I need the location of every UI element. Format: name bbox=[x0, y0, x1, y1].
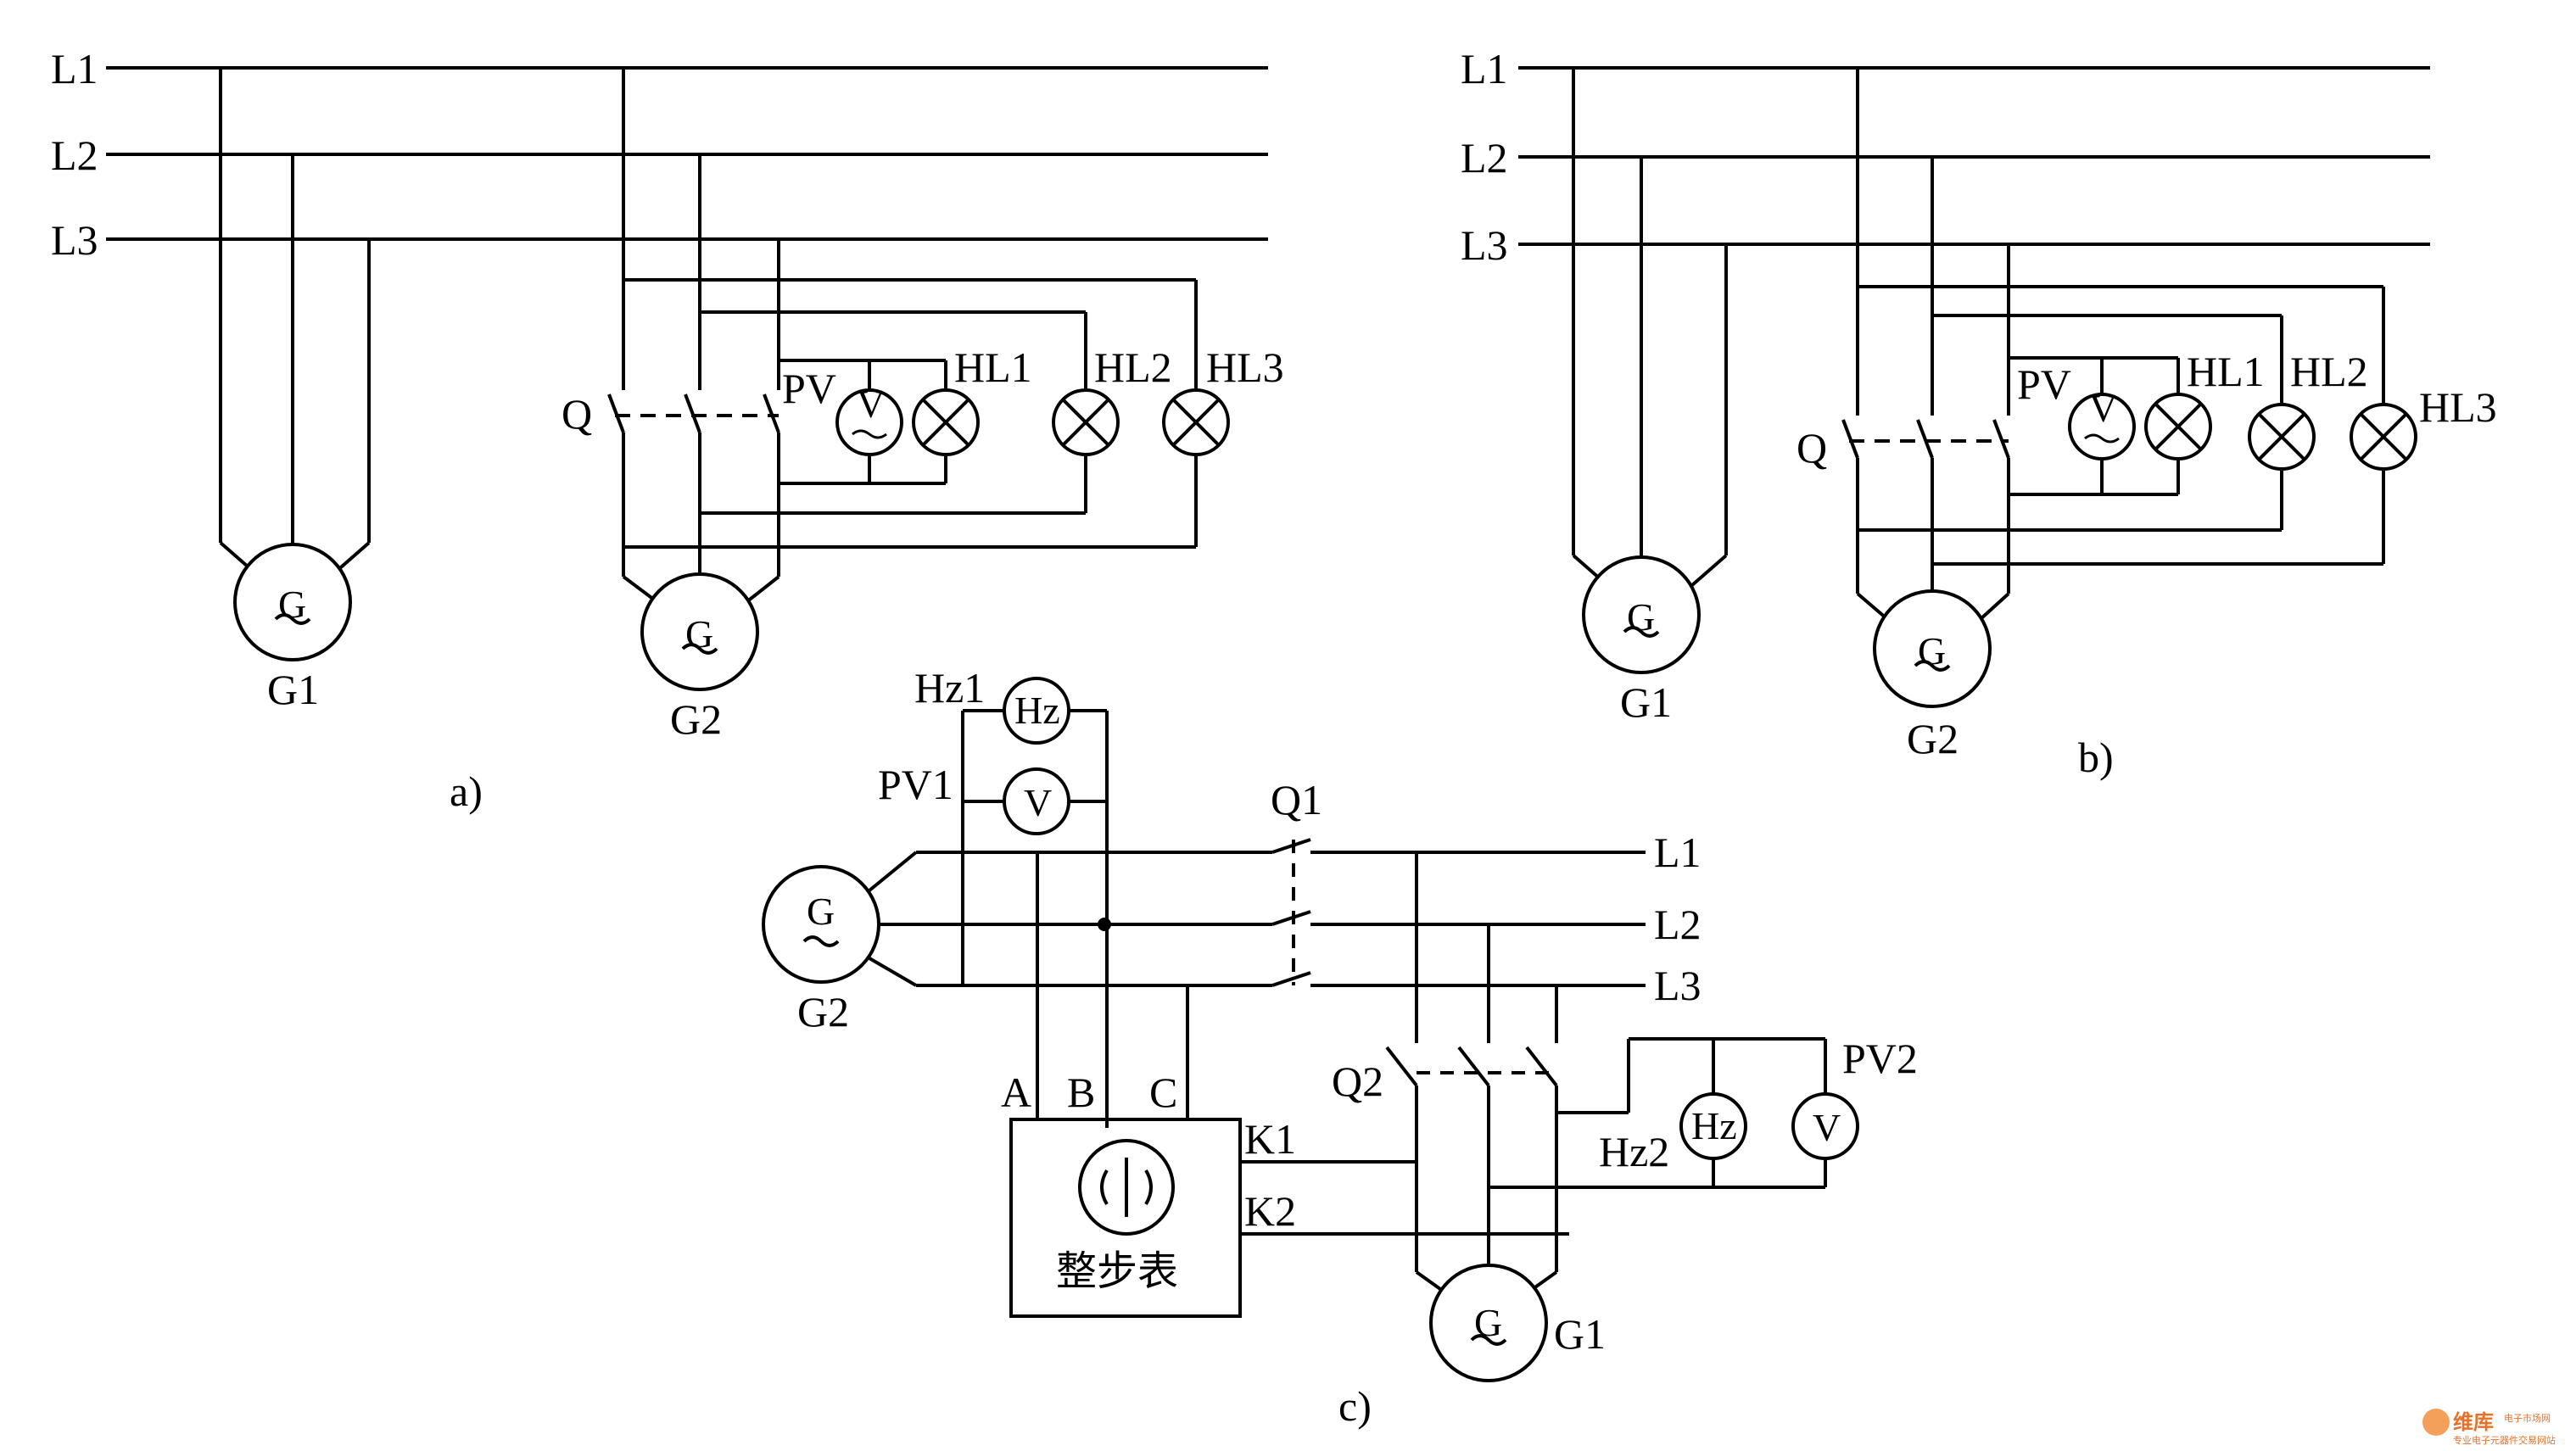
panel-c-terminal-a: A bbox=[1001, 1069, 1031, 1116]
panel-c-pv1-symbol: V bbox=[1024, 781, 1052, 824]
panel-b-lamp-hl2-label: HL2 bbox=[2290, 348, 2368, 395]
watermark-tagline: 专业电子元器件交易网站 bbox=[2453, 1434, 2556, 1446]
panel-a-g1-symbol: G bbox=[278, 583, 306, 626]
panel-a-lamp-hl2-label: HL2 bbox=[1094, 343, 1172, 391]
panel-c-output-k2: K2 bbox=[1244, 1187, 1296, 1235]
panel-b-lamp-hl3-label: HL3 bbox=[2419, 383, 2497, 431]
panel-a-g2-symbol: G bbox=[685, 612, 713, 656]
panel-b-symbols bbox=[1582, 393, 2417, 708]
panel-b-g1-symbol: G bbox=[1627, 595, 1655, 639]
panel-a-labels: L1 L2 L3 Q PV HL1 HL2 HL3 V G G G1 G2 a) bbox=[51, 45, 1284, 815]
panel-c-labels: L1 L2 L3 Q1 Q2 Hz1 PV1 Hz2 PV2 Hz V Hz V… bbox=[797, 664, 1918, 1430]
panel-c-terminal-b: B bbox=[1067, 1069, 1095, 1116]
panel-c-symbols bbox=[762, 677, 1859, 1382]
panel-a-bus-l2: L2 bbox=[51, 131, 98, 179]
panel-b-lamp-hl1-label: HL1 bbox=[2187, 348, 2265, 395]
panel-a-voltmeter-label: PV bbox=[782, 365, 836, 412]
panel-b-g1-label: G1 bbox=[1620, 678, 1672, 726]
panel-c-bus-l2: L2 bbox=[1654, 901, 1702, 948]
panel-a-lamp-hl1-label: HL1 bbox=[954, 343, 1032, 391]
panel-a bbox=[106, 66, 1268, 604]
lamp-hl1-icon bbox=[2144, 393, 2212, 460]
panel-a-g1-label: G1 bbox=[267, 666, 319, 713]
junction-dot bbox=[1098, 918, 1111, 931]
panel-b-g2-symbol: G bbox=[1918, 629, 1946, 672]
panel-c-caption: c) bbox=[1338, 1382, 1372, 1430]
panel-c-breaker-q1-label: Q1 bbox=[1271, 776, 1322, 823]
panel-c-pv2-label: PV2 bbox=[1842, 1035, 1918, 1082]
panel-b-g2-label: G2 bbox=[1907, 715, 1959, 762]
panel-c-synchroscope-label: 整步表 bbox=[1056, 1247, 1178, 1295]
lamp-hl3-icon bbox=[2350, 403, 2417, 471]
panel-c-g1-label: G1 bbox=[1554, 1310, 1606, 1358]
panel-c-pv2-symbol: V bbox=[1813, 1106, 1841, 1149]
panel-a-g2-label: G2 bbox=[670, 695, 722, 743]
watermark-brand: 维库 bbox=[2453, 1410, 2494, 1434]
panel-b-voltmeter-symbol: V bbox=[2089, 387, 2117, 430]
panel-c-terminal-c: C bbox=[1149, 1069, 1177, 1116]
panel-c-bus-l3: L3 bbox=[1654, 962, 1702, 1009]
panel-a-bus-l3: L3 bbox=[51, 216, 98, 264]
lamp-hl1-icon bbox=[912, 388, 980, 456]
panel-c-hz2-symbol: Hz bbox=[1691, 1104, 1737, 1147]
lamp-hl3-icon bbox=[1162, 388, 1230, 456]
panel-c-breaker-q2-label: Q2 bbox=[1332, 1058, 1383, 1105]
panel-b-caption: b) bbox=[2078, 734, 2114, 781]
panel-c-hz1-label: Hz1 bbox=[914, 664, 985, 712]
panel-b-labels: L1 L2 L3 Q PV HL1 HL2 HL3 V G G G1 G2 b) bbox=[1461, 45, 2497, 781]
panel-b-bus-l3: L3 bbox=[1461, 221, 1508, 269]
watermark-logo: 维库 电子市场网 专业电子元器件交易网站 bbox=[2422, 1409, 2556, 1446]
panel-b-voltmeter-label: PV bbox=[2017, 360, 2071, 408]
lamp-hl2-icon bbox=[1052, 388, 1120, 456]
panel-a-switch-label: Q bbox=[562, 390, 592, 438]
panel-c-g2-label: G2 bbox=[797, 988, 849, 1035]
panel-a-lamp-hl3-label: HL3 bbox=[1206, 343, 1284, 391]
panel-a-caption: a) bbox=[450, 767, 483, 815]
panel-b-bus-l1: L1 bbox=[1461, 45, 1508, 92]
panel-c-hz2-label: Hz2 bbox=[1599, 1128, 1669, 1175]
panel-c-bus-l1: L1 bbox=[1654, 829, 1702, 876]
panel-c-output-k1: K1 bbox=[1244, 1115, 1296, 1163]
panel-c-g2-symbol: G bbox=[807, 890, 835, 933]
panel-a-symbols bbox=[233, 388, 1230, 691]
panel-b-switch-label: Q bbox=[1796, 424, 1827, 472]
panel-b-bus-l2: L2 bbox=[1461, 134, 1508, 181]
panel-c-pv1-label: PV1 bbox=[878, 761, 953, 808]
panel-a-bus-l1: L1 bbox=[51, 45, 98, 92]
panel-a-voltmeter-symbol: V bbox=[857, 382, 885, 426]
watermark-site: 电子市场网 bbox=[2504, 1412, 2551, 1424]
lamp-hl2-icon bbox=[2248, 403, 2316, 471]
panel-c-g1-symbol: G bbox=[1474, 1301, 1502, 1344]
panel-b bbox=[1518, 66, 2430, 621]
panel-c-hz1-symbol: Hz bbox=[1014, 689, 1060, 732]
